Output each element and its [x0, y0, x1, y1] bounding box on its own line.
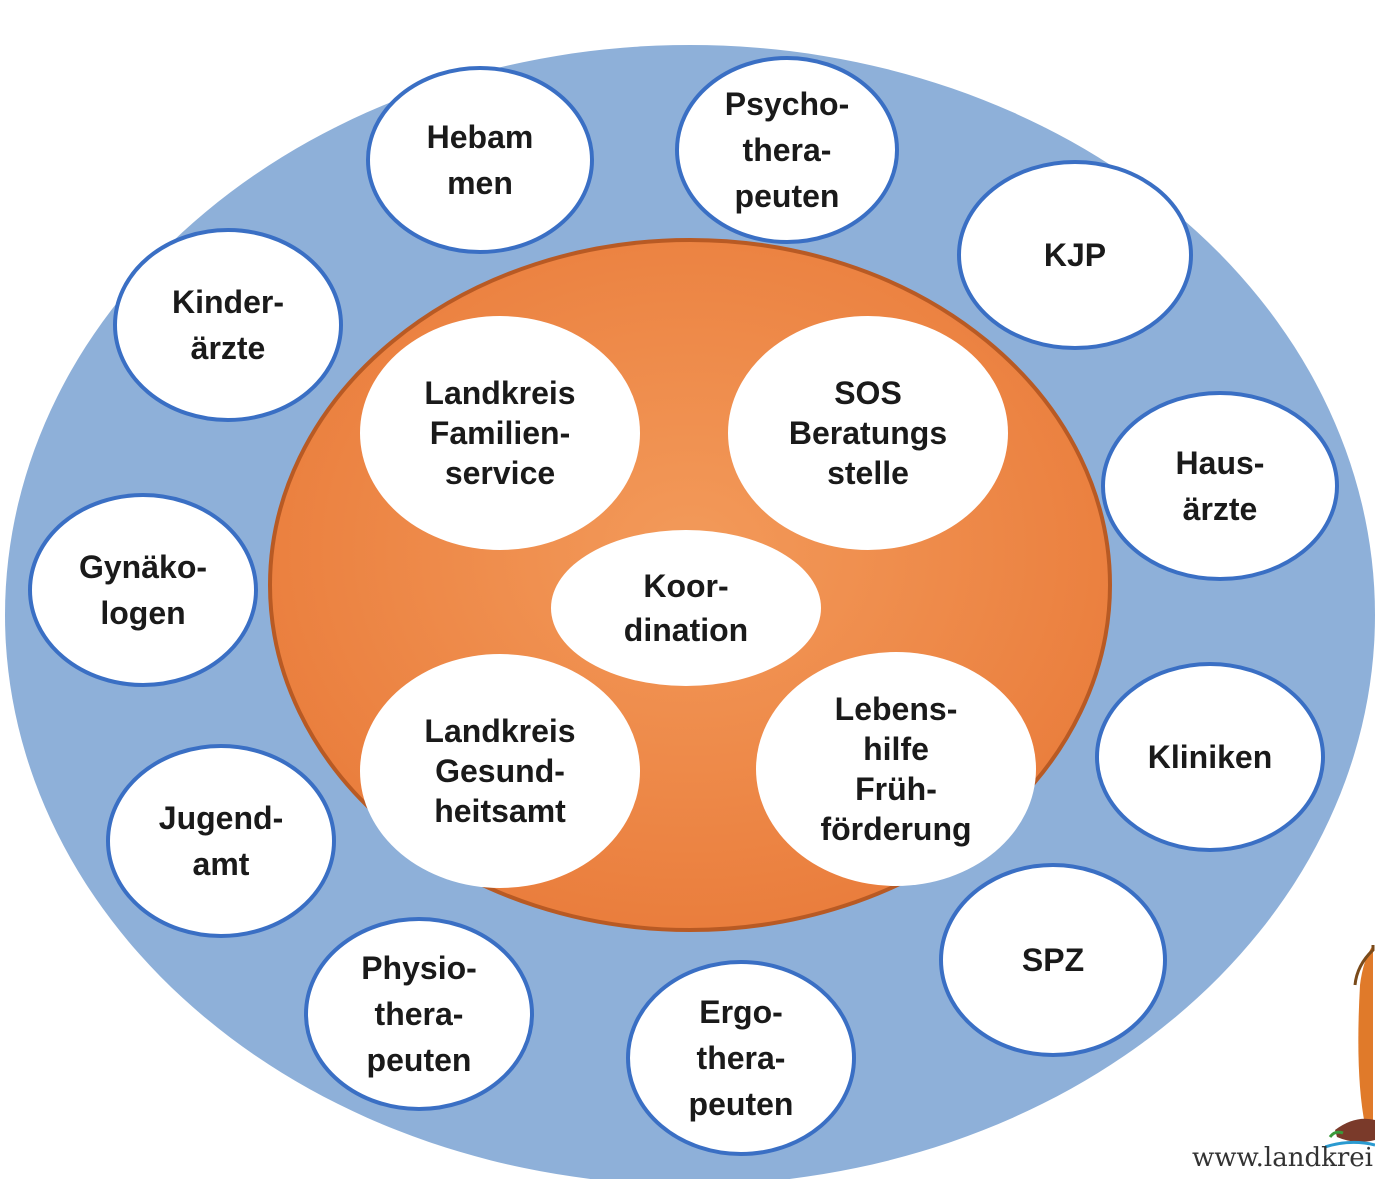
node-jugendamt-label-line: Jugend-: [159, 800, 283, 836]
node-ergotherapeuten-bubble: [626, 960, 856, 1156]
node-landkreis-familienservice-label-line: service: [445, 455, 555, 491]
node-ergotherapeuten: Ergo-thera-peuten: [626, 960, 856, 1156]
node-hausaerzte: Haus-ärzte: [1101, 391, 1339, 581]
node-landkreis-familienservice-bubble: [360, 316, 640, 550]
node-ergotherapeuten-label-line: Ergo-: [699, 994, 783, 1030]
node-jugendamt: Jugend-amt: [106, 744, 336, 938]
node-psychotherapeuten-bubble: [675, 56, 899, 244]
node-hausaerzte-label-line: ärzte: [1183, 491, 1258, 527]
node-spz: SPZ: [939, 863, 1167, 1057]
node-koordination-label-line: Koor-: [643, 568, 728, 604]
node-landkreis-gesundheitsamt-label-line: Gesund-: [435, 753, 565, 789]
node-kliniken-label-line: Kliniken: [1148, 739, 1272, 775]
node-kinderaerzte-label-line: Kinder-: [172, 284, 284, 320]
node-koordination-label-line: dination: [624, 612, 748, 648]
node-landkreis-gesundheitsamt-bubble: [360, 654, 640, 888]
node-ergotherapeuten-label-line: peuten: [689, 1086, 794, 1122]
node-sos-beratungsstelle-label-line: Beratungs: [789, 415, 947, 451]
node-physiotherapeuten-bubble: [304, 917, 534, 1111]
node-landkreis-gesundheitsamt-label-line: heitsamt: [434, 793, 566, 829]
node-lebenshilfe-fruehfoerderung-bubble: [756, 652, 1036, 886]
website-url[interactable]: www.landkrei: [1191, 1143, 1373, 1173]
node-kjp: KJP: [957, 160, 1193, 350]
node-lebenshilfe-fruehfoerderung-label-line: Früh-: [855, 771, 937, 807]
node-spz-bubble: [939, 863, 1167, 1057]
node-hausaerzte-bubble: [1101, 391, 1339, 581]
node-hebammen-label-line: Hebam: [427, 119, 534, 155]
node-kliniken-bubble: [1095, 662, 1325, 852]
cropped-title-strip: [0, 0, 1375, 20]
node-landkreis-familienservice-label-line: Landkreis: [424, 375, 575, 411]
node-kinderaerzte-label-line: ärzte: [191, 330, 266, 366]
node-hausaerzte-label-line: Haus-: [1176, 445, 1265, 481]
node-physiotherapeuten-label-line: peuten: [367, 1042, 472, 1078]
node-hebammen-label-line: men: [447, 165, 513, 201]
node-hebammen-bubble: [366, 66, 594, 254]
node-landkreis-familienservice-label-line: Familien-: [430, 415, 570, 451]
node-physiotherapeuten-label-line: Physio-: [361, 950, 477, 986]
node-kinderaerzte: Kinder-ärzte: [113, 228, 343, 422]
node-lebenshilfe-fruehfoerderung-label-line: Lebens-: [835, 691, 958, 727]
node-sos-beratungsstelle-label-line: SOS: [834, 375, 902, 411]
node-sos-beratungsstelle-bubble: [728, 316, 1008, 550]
node-gynaekologen: Gynäko-logen: [28, 493, 258, 687]
node-kjp-bubble: [957, 160, 1193, 350]
node-landkreis-gesundheitsamt-label-line: Landkreis: [424, 713, 575, 749]
node-jugendamt-label-line: amt: [193, 846, 250, 882]
node-psychotherapeuten-label-line: thera-: [743, 132, 832, 168]
node-gynaekologen-bubble: [28, 493, 258, 687]
node-gynaekologen-label-line: Gynäko-: [79, 549, 207, 585]
node-hebammen: Hebam men: [366, 66, 594, 254]
node-kliniken: Kliniken: [1095, 662, 1325, 852]
node-kinderaerzte-bubble: [113, 228, 343, 422]
node-koordination: Koor-dination: [551, 530, 821, 686]
node-jugendamt-bubble: [106, 744, 336, 938]
node-sos-beratungsstelle: SOS Beratungs stelle: [728, 316, 1008, 550]
node-physiotherapeuten: Physio-thera-peuten: [304, 917, 534, 1111]
node-ergotherapeuten-label-line: thera-: [697, 1040, 786, 1076]
node-gynaekologen-label-line: logen: [100, 595, 185, 631]
node-spz-label-line: SPZ: [1022, 942, 1084, 978]
node-kjp-label-line: KJP: [1044, 237, 1106, 273]
node-sos-beratungsstelle-label-line: stelle: [827, 455, 909, 491]
boat-logo: [1325, 945, 1375, 1149]
node-koordination-bubble: [551, 530, 821, 686]
node-lebenshilfe-fruehfoerderung-label-line: hilfe: [863, 731, 929, 767]
node-physiotherapeuten-label-line: thera-: [375, 996, 464, 1032]
node-psychotherapeuten: Psycho-thera-peuten: [675, 56, 899, 244]
node-lebenshilfe-fruehfoerderung-label-line: förderung: [820, 811, 971, 847]
node-psychotherapeuten-label-line: Psycho-: [725, 86, 849, 122]
node-psychotherapeuten-label-line: peuten: [735, 178, 840, 214]
